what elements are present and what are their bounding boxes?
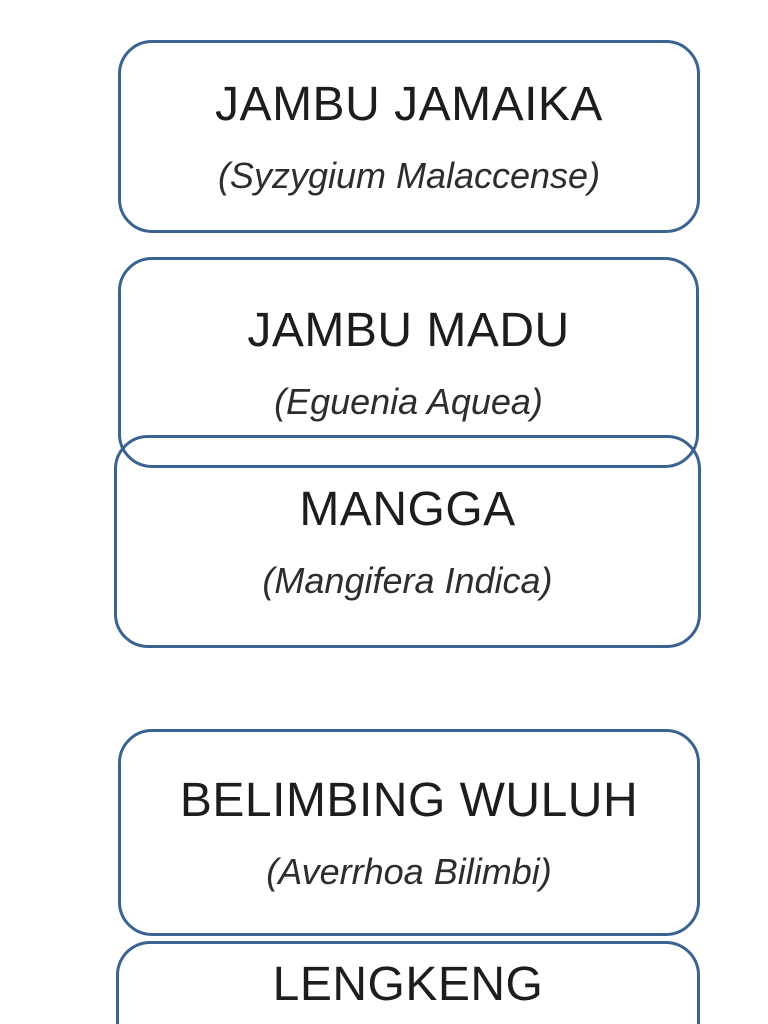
latin-name: (Syzygium Malaccense): [217, 154, 601, 196]
latin-name: (Eguenia Aquea): [274, 380, 543, 422]
latin-name: (Mangifera Indica): [262, 559, 553, 601]
fruit-name: BELIMBING WULUH: [179, 773, 639, 827]
latin-name: (Averrhoa Bilimbi): [266, 850, 552, 892]
card-lengkeng: LENGKENG: [116, 941, 700, 1024]
fruit-name: MANGGA: [299, 482, 516, 536]
card-belimbing-wuluh: BELIMBING WULUH (Averrhoa Bilimbi): [118, 729, 700, 936]
fruit-name: JAMBU JAMAIKA: [215, 77, 603, 131]
fruit-name: LENGKENG: [272, 958, 544, 1011]
fruit-name: JAMBU MADU: [247, 303, 570, 357]
card-jambu-madu: JAMBU MADU (Eguenia Aquea): [118, 257, 699, 468]
card-jambu-jamaika: JAMBU JAMAIKA (Syzygium Malaccense): [118, 40, 700, 233]
card-mangga: MANGGA (Mangifera Indica): [114, 435, 701, 648]
